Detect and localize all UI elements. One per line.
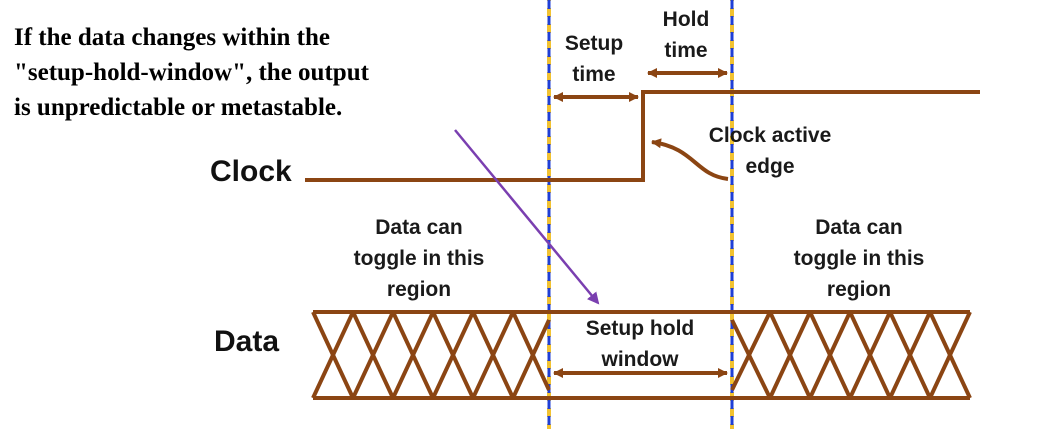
setup-time-label-line-1: Setup (564, 32, 624, 55)
metastability-note: If the data changes within the "setup-ho… (14, 20, 484, 125)
toggle-region-right-label: Data can toggle in this region (779, 212, 939, 305)
toggle-left-line-3: region (386, 278, 452, 301)
hold-time-label-line-1: Hold (662, 8, 710, 31)
hold-time-label-line-2: time (664, 39, 708, 62)
note-pointer-arrow (454, 129, 600, 305)
toggle-region-left-label: Data can toggle in this region (339, 212, 499, 305)
clock-waveform (305, 90, 980, 182)
clock-edge-pointer (651, 138, 729, 181)
data-toggle-region-left (311, 311, 551, 399)
window-label-line-2: window (601, 348, 679, 371)
clock-edge-label-line-1: Clock active (708, 124, 832, 147)
toggle-right-line-2: toggle in this (793, 247, 925, 270)
data-toggle-region-right (730, 311, 972, 399)
clock-edge-label: Clock active edge (695, 120, 845, 182)
hold-time-label: Hold time (646, 4, 726, 66)
window-label-line-1: Setup hold (585, 317, 695, 340)
data-signal-label: Data (214, 325, 280, 358)
setup-time-label-line-2: time (572, 63, 616, 86)
toggle-left-line-1: Data can (375, 216, 463, 239)
setup-hold-window-label: Setup hold window (570, 313, 710, 375)
clock-edge-label-line-2: edge (745, 155, 795, 178)
toggle-right-line-3: region (826, 278, 892, 301)
note-line-1: If the data changes within the (14, 24, 330, 51)
setup-time-label: Setup time (554, 28, 634, 90)
clock-signal-label: Clock (210, 155, 292, 188)
note-line-2: "setup-hold-window", the output (14, 59, 369, 86)
toggle-left-line-2: toggle in this (353, 247, 485, 270)
note-line-3: is unpredictable or metastable. (14, 94, 343, 121)
toggle-right-line-1: Data can (815, 216, 903, 239)
